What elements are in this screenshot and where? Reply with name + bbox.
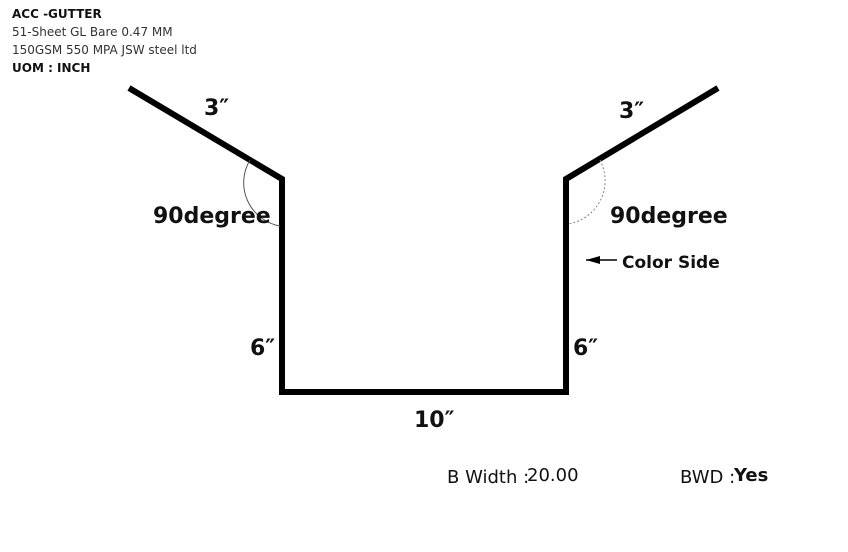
right-angle-label: 90degree: [610, 204, 728, 229]
b-width-value: 20.00: [527, 465, 579, 486]
bwd-value: Yes: [733, 465, 768, 486]
left-flange-dimension: 3″: [204, 96, 229, 121]
right-wall-dimension: 6″: [573, 336, 598, 361]
color-side-label: Color Side: [622, 253, 720, 273]
header: ACC -GUTTER 51-Sheet GL Bare 0.47 MM 150…: [12, 5, 197, 77]
material-spec: 51-Sheet GL Bare 0.47 MM: [12, 25, 173, 39]
drawing-title: ACC -GUTTER: [12, 7, 102, 21]
b-width-label: B Width :: [447, 467, 529, 488]
left-angle-label: 90degree: [153, 204, 271, 229]
bwd-label: BWD :: [680, 467, 735, 488]
right-angle-arc: [567, 159, 606, 225]
unit-of-measure: UOM : INCH: [12, 61, 91, 75]
left-wall-dimension: 6″: [250, 336, 275, 361]
gutter-profile: [127, 85, 720, 395]
base-dimension: 10″: [414, 408, 455, 433]
color-side-arrow-head: [586, 256, 600, 264]
left-angle-arc: [243, 159, 281, 227]
steel-spec: 150GSM 550 MPA JSW steel ltd: [12, 43, 197, 57]
right-flange-dimension: 3″: [619, 99, 644, 124]
